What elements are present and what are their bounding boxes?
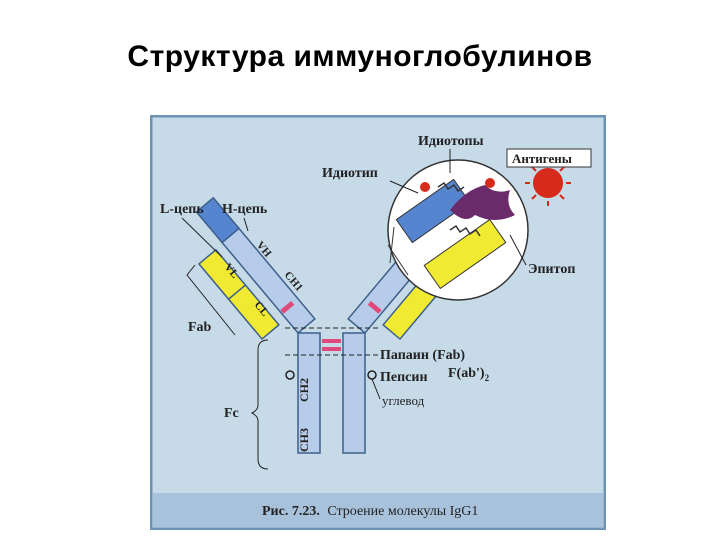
caption-number: Рис. 7.23.: [262, 504, 320, 519]
hinge-bond-2: [322, 347, 341, 351]
carbohydrate-left-icon: [285, 370, 295, 380]
slide-title: Структура иммуноглобулинов: [127, 40, 593, 73]
label-pepsin-fragment: F(ab')2: [448, 366, 490, 383]
label-h-chain: H-цепь: [222, 202, 268, 217]
caption-text: Строение молекулы IgG1: [327, 504, 478, 519]
antigens-box: [506, 148, 592, 168]
caption: Рис. 7.23. Строение молекулы IgG1: [262, 504, 478, 519]
caption-bar: [153, 493, 603, 527]
label-epitope: Эпитоп: [528, 262, 575, 277]
label-pepsin: Пепсин: [380, 370, 428, 385]
l-chain-pointer: [181, 217, 223, 258]
h-chain-pointer: [243, 217, 249, 232]
figure-frame: [149, 114, 607, 531]
left-light-chain: [197, 248, 280, 341]
label-papain: Папаин (Fab): [380, 348, 465, 363]
left-arm-bond: [280, 300, 295, 314]
label-idiotype: Идиотип: [322, 166, 378, 181]
label-ch3: CH3: [297, 428, 311, 452]
vh-teeth: [437, 181, 465, 193]
fc-bracket: [250, 339, 269, 470]
label-fc: Fc: [224, 406, 239, 421]
label-idiotopes: Идиотопы: [418, 134, 484, 149]
label-ch2: CH2: [297, 378, 311, 402]
idiotype-pointer: [389, 180, 419, 194]
vh-domain-left: [195, 196, 241, 244]
hinge-bond-1: [322, 339, 341, 343]
idiotope-marker-1: [485, 178, 495, 188]
right-arm-bond: [367, 300, 382, 314]
magnified-heavy-chain: [395, 178, 471, 244]
label-carbohydrate: углевод: [382, 393, 425, 408]
label-antigens: Антигены: [512, 151, 572, 166]
igg-diagram: Рис. 7.23. Строение молекулы IgG1: [149, 114, 607, 531]
epitope-pointer: [509, 234, 527, 266]
zoom-line-2: [389, 226, 395, 264]
antigen-fragment: [450, 185, 515, 220]
carbohydrate-pointer: [371, 378, 381, 400]
heavy-chain-stem-left: [297, 332, 321, 454]
magnified-light-chain: [423, 218, 507, 290]
heavy-chain-stem-right: [342, 332, 366, 454]
label-l-chain: L-цепь: [160, 202, 204, 217]
igg-structure-figure: Рис. 7.23. Строение молекулы IgG1: [149, 114, 607, 531]
label-fab: Fab: [188, 320, 212, 335]
vl-teeth: [449, 224, 481, 237]
idiotope-marker-2: [420, 182, 430, 192]
fab-bracket: [186, 264, 236, 336]
